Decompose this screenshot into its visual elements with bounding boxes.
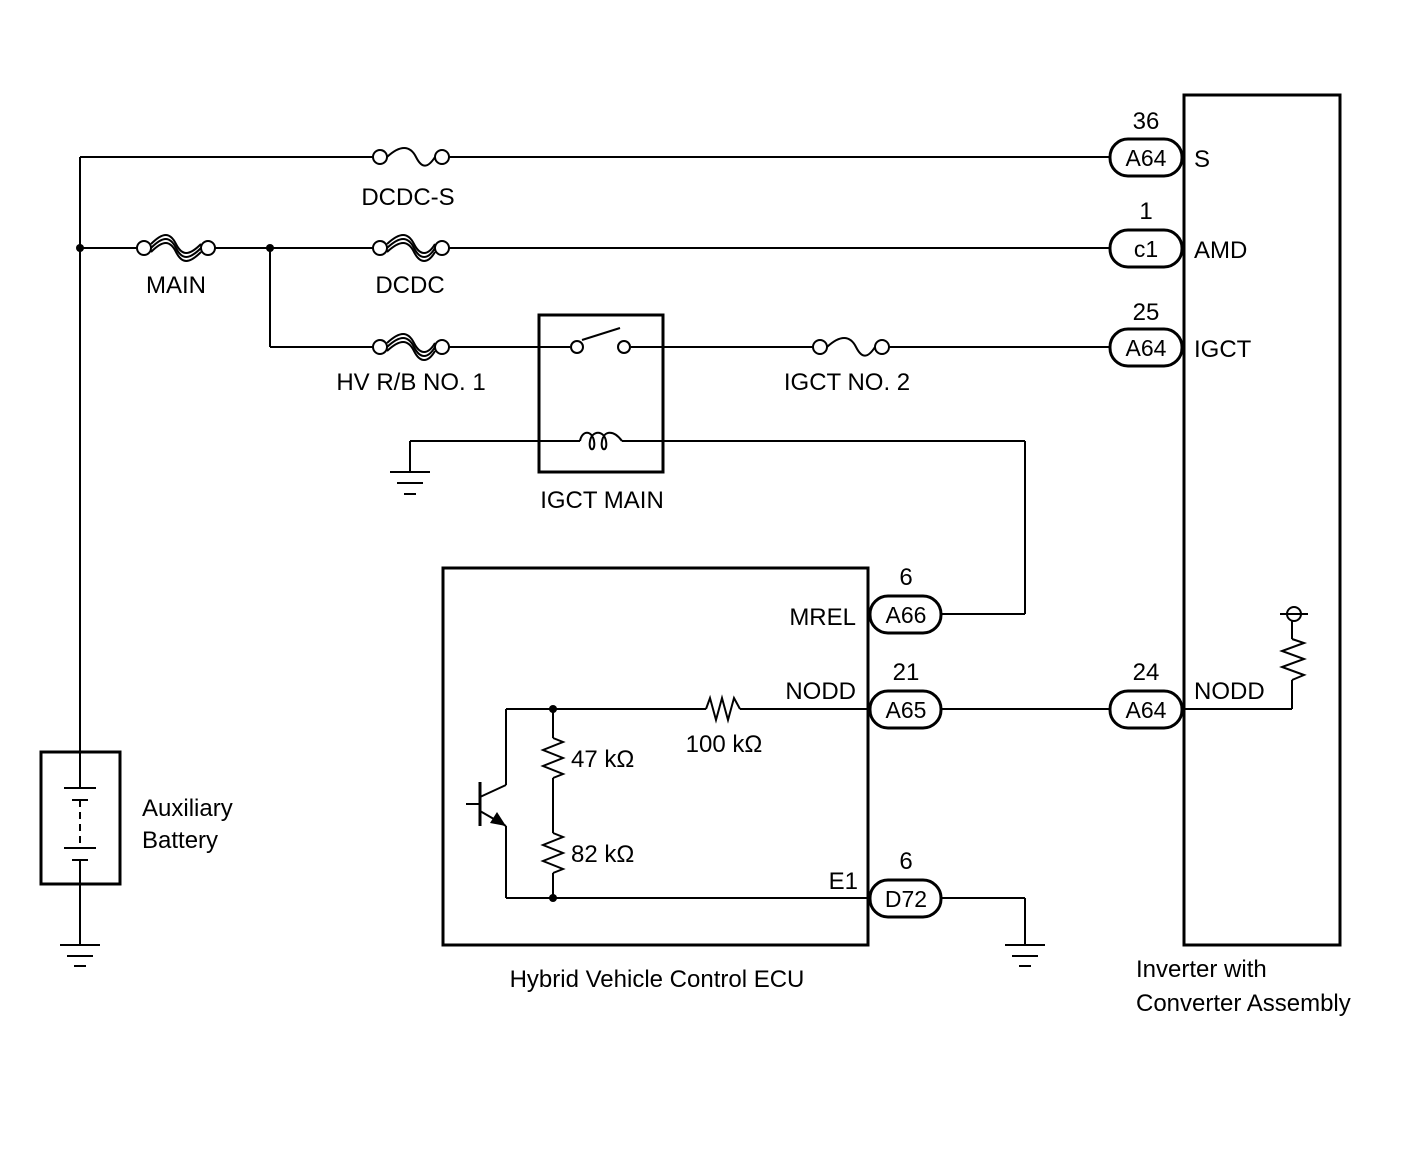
fuse-dcdc-label: DCDC xyxy=(375,272,444,299)
ecu-terminal-mrel: MREL xyxy=(789,604,856,631)
transistor-icon xyxy=(466,782,507,827)
connector-ecu-nodd: A65 21 xyxy=(868,659,943,730)
connector-inv-nodd: A64 24 xyxy=(1108,659,1184,730)
connector-inv-s: A64 36 xyxy=(1108,108,1184,178)
battery-label-line2: Battery xyxy=(142,827,218,854)
pin-number: 24 xyxy=(1133,659,1160,686)
fuse-igct-no2 xyxy=(812,337,890,357)
inverter-label-line2: Converter Assembly xyxy=(1136,990,1351,1017)
connector-id: A64 xyxy=(1126,145,1167,171)
inverter-terminal-nodd: NODD xyxy=(1194,678,1265,705)
connector-id: D72 xyxy=(885,886,927,912)
resistor-82k-label: 82 kΩ xyxy=(571,841,634,868)
wire-e1-ground xyxy=(941,897,1026,945)
resistor-100k-label: 100 kΩ xyxy=(686,731,763,758)
pin-number: 6 xyxy=(899,564,912,591)
connector-id: A65 xyxy=(886,697,927,723)
ecu-ground-icon xyxy=(1005,944,1045,967)
relay-igct-main xyxy=(537,313,665,474)
fuse-hv-rb-no1 xyxy=(372,333,450,361)
connector-inv-amd: c1 1 xyxy=(1108,198,1184,269)
fuse-hv-rb-no1-label: HV R/B NO. 1 xyxy=(336,369,485,396)
fuse-dcdc-s-label: DCDC-S xyxy=(361,184,454,211)
pin-number: 21 xyxy=(893,659,920,686)
connector-ecu-e1: D72 6 xyxy=(868,848,943,919)
ecu-terminal-nodd: NODD xyxy=(785,678,856,705)
inverter-terminal-amd: AMD xyxy=(1194,237,1247,264)
connector-id: c1 xyxy=(1134,236,1158,262)
connector-ecu-mrel: A66 6 xyxy=(868,564,943,635)
connector-id: A64 xyxy=(1126,335,1167,361)
resistor-47k-label: 47 kΩ xyxy=(571,746,634,773)
pin-number: 36 xyxy=(1133,108,1160,135)
inverter-assembly xyxy=(1180,93,1342,947)
wire-igct xyxy=(269,248,1110,348)
ecu-label: Hybrid Vehicle Control ECU xyxy=(510,966,805,993)
auxiliary-battery xyxy=(39,750,122,886)
fuse-main-label: MAIN xyxy=(146,272,206,299)
pin-number: 1 xyxy=(1139,198,1152,225)
ecu-terminal-e1: E1 xyxy=(829,868,858,895)
relay-ground-icon xyxy=(390,471,430,495)
connector-inv-igct: A64 25 xyxy=(1108,299,1184,368)
battery-label: Auxiliary xyxy=(142,795,233,822)
inverter-terminal-s: S xyxy=(1194,146,1210,173)
pin-number: 25 xyxy=(1133,299,1160,326)
fuse-dcdc xyxy=(372,234,450,262)
hv-control-ecu xyxy=(441,566,870,947)
connector-id: A64 xyxy=(1126,697,1167,723)
fuse-main xyxy=(136,234,216,262)
wire-main-dcdc xyxy=(80,244,1110,252)
pin-number: 6 xyxy=(899,848,912,875)
fuse-igct-no2-label: IGCT NO. 2 xyxy=(784,369,910,396)
fuse-dcdc-s xyxy=(372,147,450,167)
battery-ground-icon xyxy=(60,944,100,967)
connector-id: A66 xyxy=(886,602,927,628)
inverter-terminal-igct: IGCT xyxy=(1194,336,1252,363)
relay-igct-main-label: IGCT MAIN xyxy=(540,487,664,514)
inverter-label: Inverter with xyxy=(1136,956,1267,983)
wire-relay-coil xyxy=(409,440,1026,615)
